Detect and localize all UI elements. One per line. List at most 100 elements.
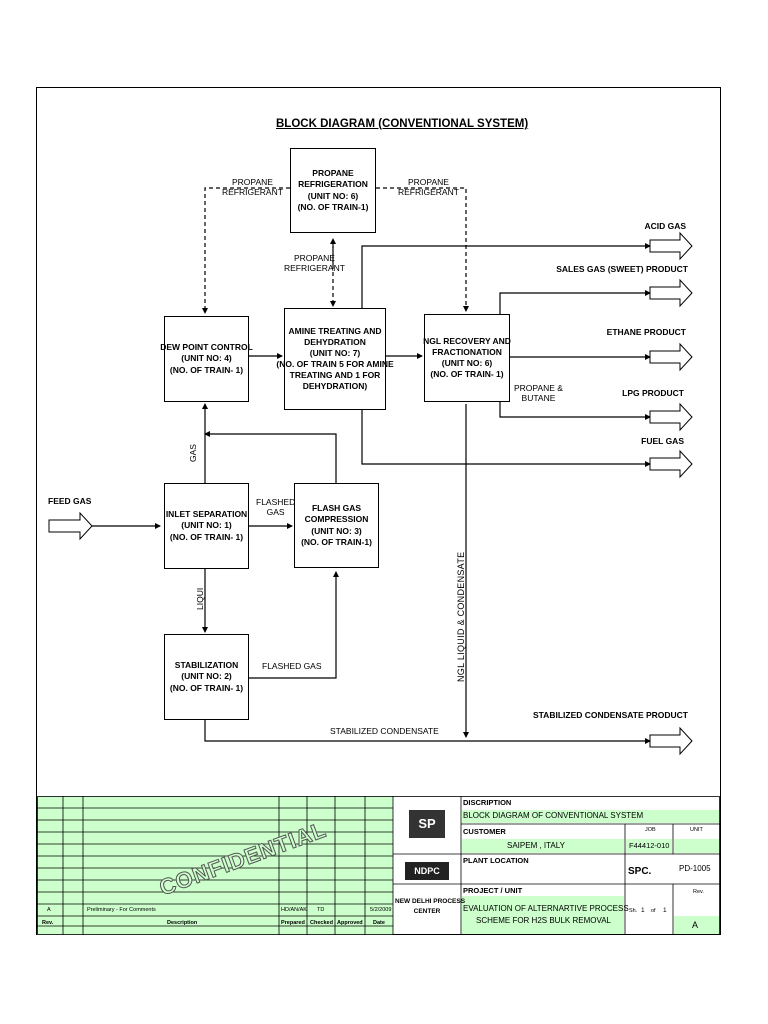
header-approved: Approved xyxy=(337,920,363,926)
customer-label: CUSTOMER xyxy=(463,827,506,836)
box-line: (UNIT NO: 6) xyxy=(441,358,493,368)
plant-location-label: PLANT LOCATION xyxy=(463,856,529,865)
rev-row-date: 5/2/2009 xyxy=(370,907,392,913)
stabilized-condensate-label: STABILIZED CONDENSATE xyxy=(330,726,439,736)
acid-gas-label: ACID GAS xyxy=(644,221,686,231)
title-block-grid xyxy=(37,796,720,935)
lpg-label: LPG PRODUCT xyxy=(622,388,684,398)
label-line: FLASHED xyxy=(256,497,296,507)
propane-butane-label: PROPANE & BUTANE xyxy=(514,383,563,404)
box-line: (UNIT NO: 3) xyxy=(311,525,362,536)
stabilized-condensate-product-label: STABILIZED CONDENSATE PRODUCT xyxy=(532,710,688,720)
header-date: Date xyxy=(373,920,385,926)
box-line: (NO. OF TRAIN- 1) xyxy=(169,682,244,693)
stabilized-condensate-arrow xyxy=(649,726,693,756)
box-line: AMINE TREATING AND xyxy=(288,325,382,336)
box-line: DEHYDRATION) xyxy=(302,381,368,392)
unit-fill xyxy=(674,839,719,853)
discription-value: BLOCK DIAGRAM OF CONVENTIONAL SYSTEM xyxy=(463,811,644,820)
ethane-arrow xyxy=(649,342,693,372)
header-description: Description xyxy=(167,920,198,926)
customer-value: SAIPEM , ITALY xyxy=(507,841,565,850)
gas-label: GAS xyxy=(188,444,198,462)
sales-gas-label: SALES GAS (SWEET) PRODUCT xyxy=(556,264,688,274)
box-line: (UNIT NO: 1) xyxy=(181,520,232,531)
lpg-line xyxy=(499,400,651,420)
project-label: PROJECT / UNIT xyxy=(463,886,523,895)
box-line: DEW POINT CONTROL xyxy=(160,342,253,353)
amine-treating-box: AMINE TREATING AND DEHYDRATION (UNIT NO:… xyxy=(276,308,394,410)
rev-value: A xyxy=(692,920,699,930)
sales-gas-arrow xyxy=(649,278,693,308)
of-value: 1 xyxy=(663,907,667,914)
rev-row-checked: TD xyxy=(317,907,325,913)
dew-point-control-box: DEW POINT CONTROL (UNIT NO: 4) (NO. OF T… xyxy=(160,316,253,402)
fuel-gas-arrow xyxy=(649,449,693,479)
lpg-arrow xyxy=(649,402,693,432)
document-number: PD-1005 xyxy=(679,864,711,873)
label-line: PROPANE xyxy=(293,253,335,263)
propane-refrigeration-box: PROPANE REFRIGERATION (UNIT NO: 6) (NO. … xyxy=(290,148,376,233)
box-line: (NO. OF TRAIN- 1) xyxy=(430,369,504,380)
title-block: CONFIDENTIAL A Preliminary - For Comment… xyxy=(37,796,720,935)
label-line: GAS xyxy=(266,506,285,517)
inlet-separation-box: INLET SEPARATION (UNIT NO: 1) (NO. OF TR… xyxy=(164,483,249,569)
unit-label: UNIT xyxy=(690,827,703,833)
fuel-gas-label: FUEL GAS xyxy=(641,436,684,446)
job-label: JOB xyxy=(645,827,656,833)
box-line: NGL RECOVERY AND xyxy=(423,335,511,346)
box-line: (UNIT NO: 4) xyxy=(181,353,232,364)
box-line: (NO. OF TRAIN- 1) xyxy=(169,531,244,542)
diagram-title: BLOCK DIAGRAM (CONVENTIONAL SYSTEM) xyxy=(276,118,529,130)
label-line: PROPANE xyxy=(407,177,449,187)
ngl-liquid-condensate-label: NGL LIQUID & CONDENSATE xyxy=(456,551,466,682)
ethane-label: ETHANE PRODUCT xyxy=(606,327,686,337)
acid-gas-line xyxy=(361,243,651,308)
header-rev: Rev. xyxy=(42,920,54,926)
propane-refrigerant-mid-label: PROPANE REFRIGERANT xyxy=(284,253,345,274)
label-line: REFRIGERANT xyxy=(398,186,459,197)
rev-row-rev: A xyxy=(47,907,51,913)
header-checked: Checked xyxy=(310,920,333,926)
discription-label: DISCRIPTION xyxy=(463,798,512,807)
feed-gas-arrow xyxy=(48,511,93,541)
rev-label: Rev. xyxy=(693,889,704,895)
company-name: NEW DELHI PROCESS CENTER xyxy=(395,897,466,917)
stabilization-box: STABILIZATION (UNIT NO: 2) (NO. OF TRAIN… xyxy=(164,634,249,720)
label-line: BUTANE xyxy=(521,392,556,403)
of-label: of xyxy=(651,908,656,914)
propane-refrigerant-left-label: PROPANE REFRIGERANT xyxy=(222,177,283,198)
box-line: FLASH GAS xyxy=(311,503,362,514)
company-line: CENTER xyxy=(413,907,441,915)
box-line: TREATING AND 1 FOR xyxy=(289,370,381,381)
sp-logo: SP xyxy=(409,810,445,838)
box-line: FRACTIONATION xyxy=(432,346,502,357)
discription-fill xyxy=(462,810,719,823)
company-line: NEW DELHI PROCESS xyxy=(395,898,466,905)
propane-refrigerant-right-line xyxy=(376,187,469,312)
customer-fill xyxy=(462,839,624,853)
ngl-recovery-box: NGL RECOVERY AND FRACTIONATION (UNIT NO:… xyxy=(423,314,511,402)
flash-to-gas-line xyxy=(204,431,337,483)
label-line: PROPANE xyxy=(231,177,273,187)
box-line: (UNIT NO: 7) xyxy=(309,347,361,358)
flashed-gas-line xyxy=(249,571,339,679)
flash-gas-compression-box: FLASH GAS COMPRESSION (UNIT NO: 3) (NO. … xyxy=(294,483,379,568)
label-line: REFRIGERANT xyxy=(284,262,345,273)
label-line: REFRIGERANT xyxy=(222,186,283,197)
liquid-label: LIQUI xyxy=(195,587,205,610)
propane-refrigerant-right-label: PROPANE REFRIGERANT xyxy=(398,177,459,198)
box-line: (NO. OF TRAIN- 1) xyxy=(169,364,244,375)
spc-label: SPC. xyxy=(628,866,652,877)
sheet-value: 1 xyxy=(641,907,645,914)
stabilized-condensate-line xyxy=(204,720,651,744)
project-fill xyxy=(462,896,624,934)
project-line: SCHEME FOR H2S BULK REMOVAL xyxy=(476,915,611,925)
header-prepared: Prepared xyxy=(281,920,305,926)
acid-gas-arrow xyxy=(649,231,693,261)
label-line: PROPANE & xyxy=(514,383,563,393)
rev-row-description: Preliminary - For Comments xyxy=(87,907,156,913)
box-line: STABILIZATION xyxy=(174,660,239,671)
propane-refrigerant-left-line xyxy=(202,187,290,314)
